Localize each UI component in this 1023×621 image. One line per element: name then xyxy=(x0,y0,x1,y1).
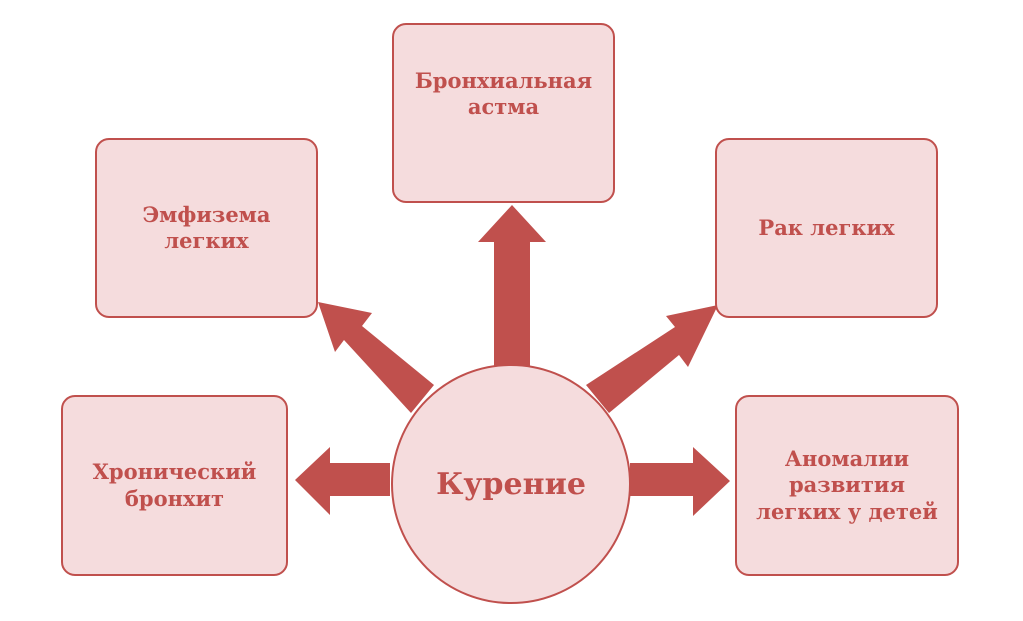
arrow-to-asthma xyxy=(478,205,546,366)
node-lung-cancer: Рак легких xyxy=(715,138,938,318)
node-lung-cancer-label: Рак легких xyxy=(758,214,895,240)
node-emphysema-label: Эмфизема легких xyxy=(142,201,271,253)
node-bronchial-asthma: Бронхиальная астма xyxy=(392,23,615,203)
node-lung-anomalies-label: Аномалии развития легких у детей xyxy=(756,446,938,524)
node-emphysema: Эмфизема легких xyxy=(95,138,318,318)
node-lung-anomalies: Аномалии развития легких у детей xyxy=(735,395,959,576)
arrow-to-anomalies xyxy=(630,447,730,516)
arrow-to-emphysema xyxy=(318,302,434,413)
node-bronchial-asthma-label: Бронхиальная астма xyxy=(414,67,593,119)
center-node-label: Курение xyxy=(436,466,586,502)
arrow-to-cancer xyxy=(586,305,718,413)
center-node-smoking: Курение xyxy=(391,364,631,604)
node-chronic-bronchitis-label: Хронический бронхит xyxy=(92,459,257,511)
arrow-to-bronchitis xyxy=(295,447,390,515)
node-chronic-bronchitis: Хронический бронхит xyxy=(61,395,288,576)
